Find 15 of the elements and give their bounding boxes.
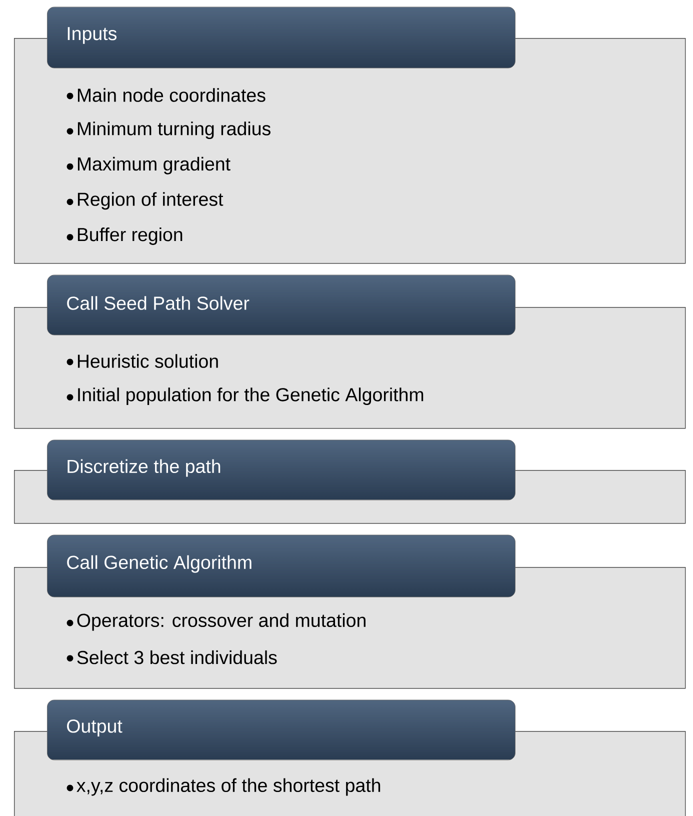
bullet-item: Operators: crossover and mutation bbox=[77, 613, 366, 631]
bullet-item: Region of interest bbox=[78, 192, 224, 210]
header-tab: Inputs bbox=[47, 6, 516, 68]
bullet-item: Heuristic solution bbox=[78, 354, 218, 368]
header-tab: Discretize the path bbox=[47, 440, 516, 500]
bullet-item: Initial population for the Genetic Algorithm bbox=[78, 388, 424, 406]
header-tab: Call Seed Path Solver bbox=[47, 274, 516, 336]
header-tab: Output bbox=[47, 700, 516, 760]
bullet-item: Minimum turning radius bbox=[78, 122, 270, 140]
bullet-item: Maximum gradient bbox=[78, 156, 230, 174]
bullet-item: Select 3 best individuals bbox=[77, 650, 277, 664]
bullet-item: Buffer region bbox=[78, 227, 182, 245]
header-tab: Call Genetic Algorithm bbox=[47, 534, 516, 598]
bullet-item: Main node coordinates bbox=[78, 88, 266, 102]
bullet-item: x,y,z coordinates of the shortest path bbox=[76, 778, 380, 796]
